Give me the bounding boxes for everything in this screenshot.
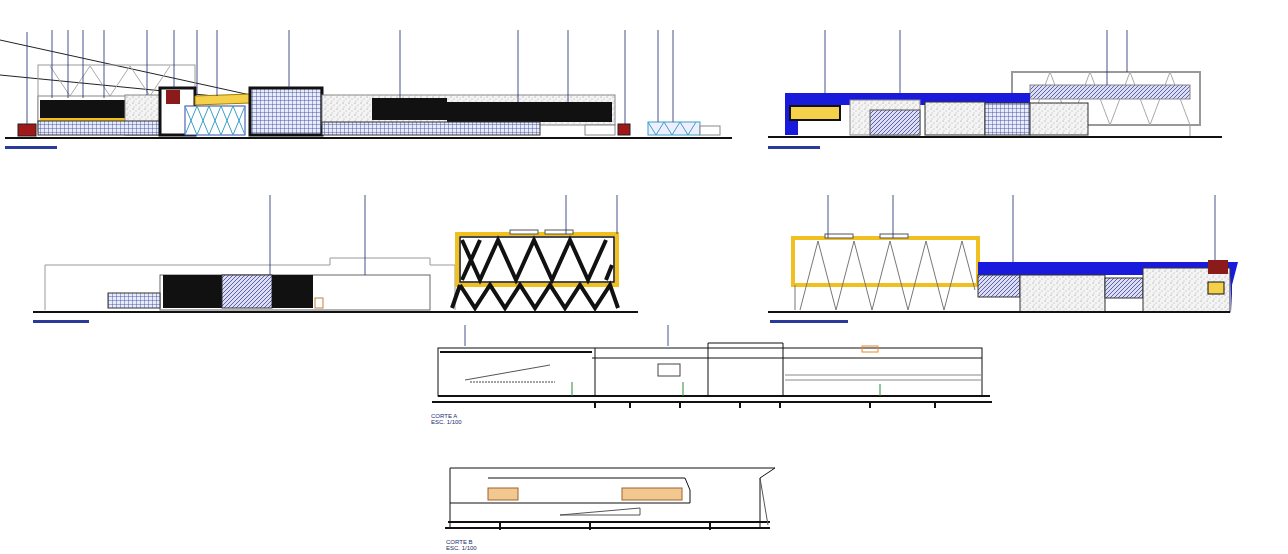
section-label: ESC. 1/100	[445, 545, 478, 552]
section-label: ESC. 1/100	[430, 419, 463, 426]
